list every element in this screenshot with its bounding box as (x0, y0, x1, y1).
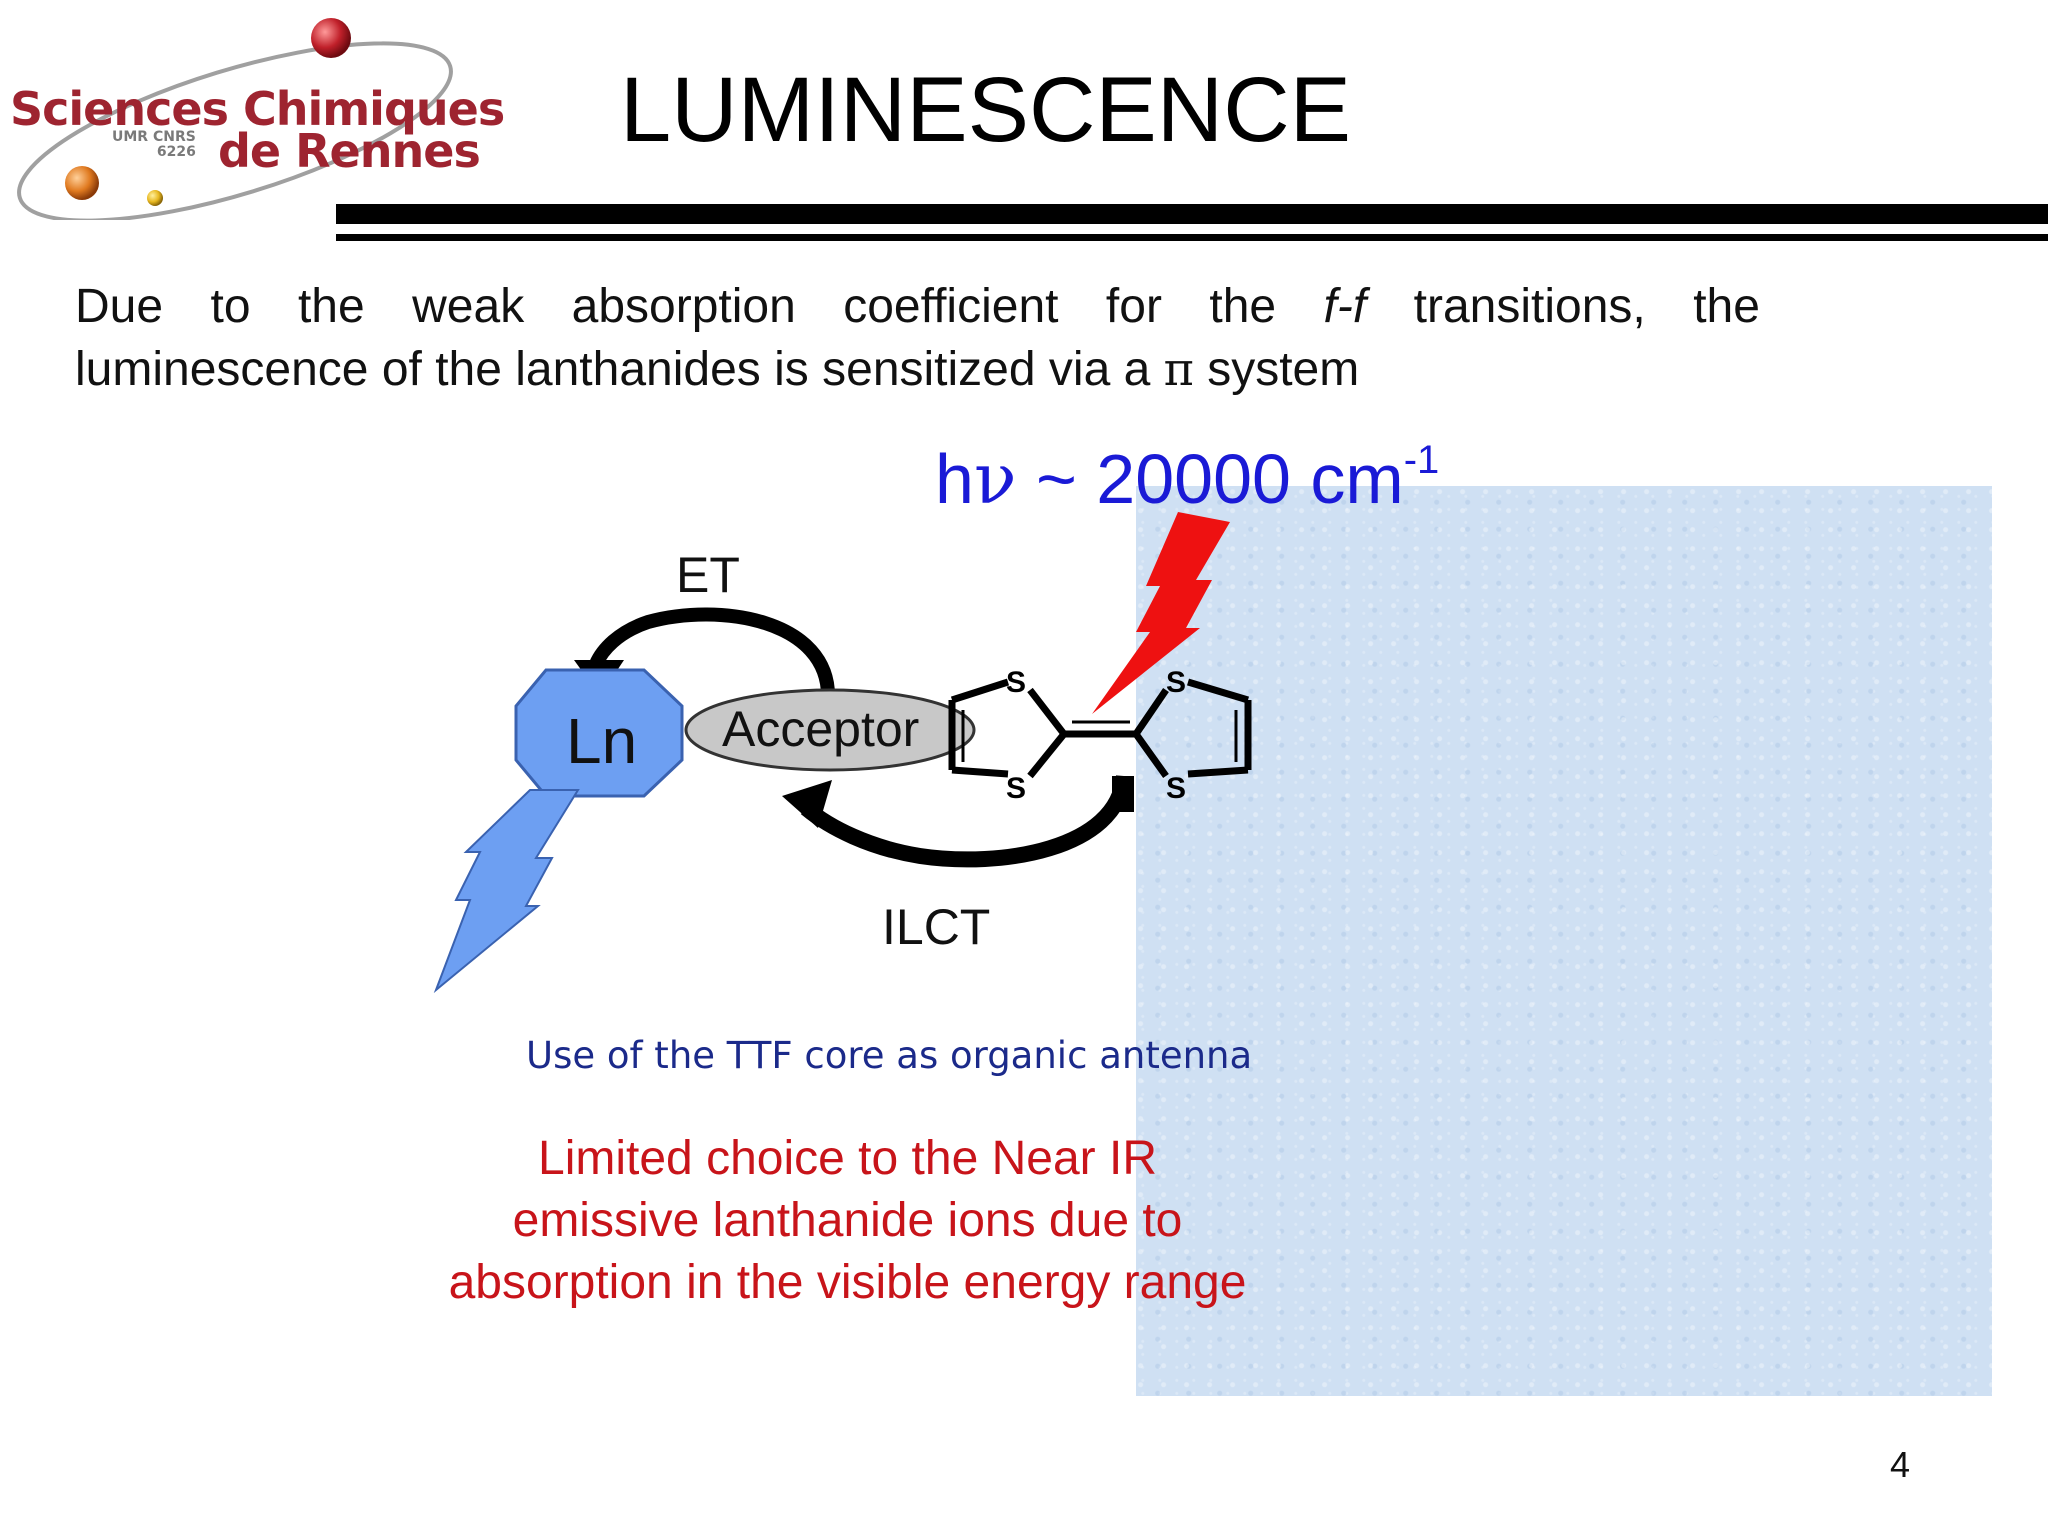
logo-yellow-sphere (147, 190, 163, 206)
title-rule-thin (336, 234, 2048, 241)
limitation-line-1: Limited choice to the Near IR (538, 1132, 1157, 1185)
logo-orange-sphere (65, 166, 99, 200)
ilct-arrow-tail (1112, 776, 1134, 812)
sulfur-atom: S (1006, 666, 1026, 699)
logo-text-line2: de Rennes (218, 124, 481, 178)
logo-umr-label: UMR CNRS (112, 129, 196, 145)
intro-word: f-f (1323, 280, 1367, 333)
excitation-energy-label: hν ~ 20000 cm-1 (935, 420, 1439, 519)
logo-text-line1: Sciences Chimiques (10, 82, 505, 136)
et-curved-arrow (589, 607, 836, 699)
logo-orbit-graphic (17, 18, 453, 223)
intro-line2-end: system (1207, 343, 1360, 396)
intro-word: the (1209, 280, 1277, 333)
intro-word: coefficient (843, 280, 1059, 333)
sulfur-atom: S (1006, 772, 1026, 805)
sciences-chimiques-logo: Sciences Chimiques UMR CNRS 6226 de Renn… (0, 0, 505, 223)
energy-exponent: -1 (1403, 438, 1440, 482)
slide-title: LUMINESCENCE (620, 59, 1352, 161)
intro-word: the (1693, 280, 1760, 333)
logo-umr-number: 6226 (156, 144, 196, 160)
limitation-note: Limited choice to the Near IR emissive l… (400, 1128, 1295, 1314)
intro-word: transitions, (1413, 280, 1646, 333)
intro-word: Due (75, 280, 164, 333)
ln-label: Ln (566, 705, 638, 777)
ilct-curved-arrow (800, 774, 1132, 868)
emission-lightning-bolt (433, 789, 580, 994)
intro-word: weak (412, 280, 525, 333)
logo-red-sphere (311, 18, 351, 58)
limitation-line-2: emissive lanthanide ions due to (512, 1194, 1183, 1247)
energy-h: h (935, 440, 974, 518)
logo-orbit (17, 41, 453, 223)
pi-symbol: π (1163, 342, 1194, 396)
et-label: ET (676, 547, 740, 603)
energy-value: ~ 20000 cm (1016, 440, 1404, 518)
acceptor-label: Acceptor (722, 701, 920, 757)
intro-line2-text: luminescence of the lanthanides is sensi… (75, 343, 1151, 396)
antenna-caption: Use of the TTF core as organic antenna (526, 1034, 1253, 1077)
et-arrowhead (574, 660, 624, 696)
intro-word: the (297, 280, 365, 333)
intro-word: for (1105, 280, 1162, 333)
ilct-arrowhead (782, 780, 832, 828)
logo-umr: UMR CNRS 6226 (112, 130, 196, 160)
ilct-label: ILCT (882, 899, 991, 955)
intro-word: to (210, 280, 251, 333)
intro-word: absorption (571, 280, 796, 333)
intro-line-2: luminescence of the lanthanides is sensi… (75, 338, 1760, 401)
energy-nu: ν (973, 438, 1017, 520)
page-number: 4 (1890, 1444, 1911, 1485)
blue-texture-panel (1136, 486, 1992, 1396)
title-rule-thick (336, 204, 2048, 224)
limitation-line-3: absorption in the visible energy range (448, 1256, 1247, 1309)
